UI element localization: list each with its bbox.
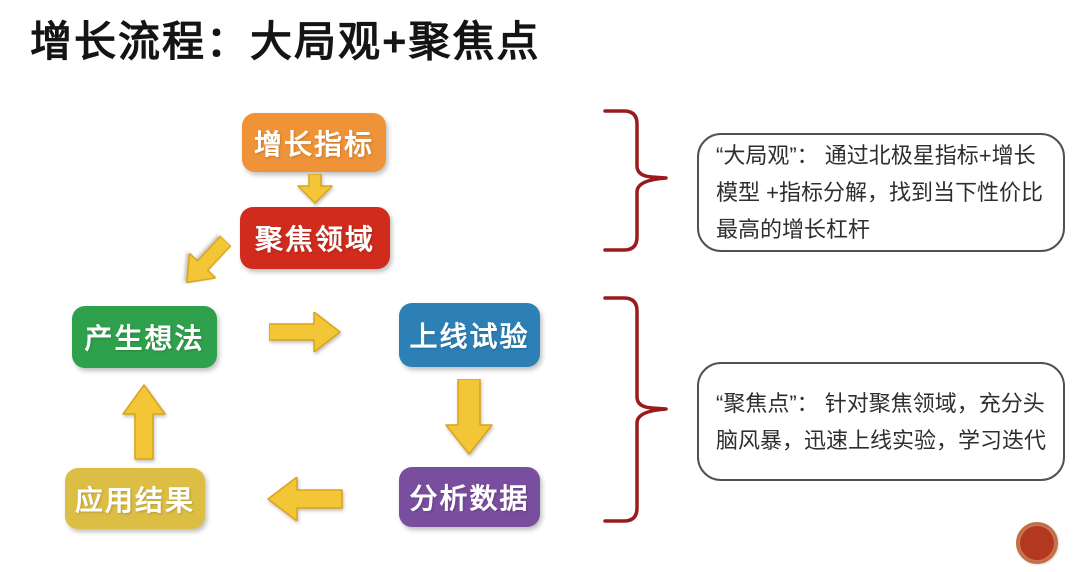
flow-node-label: 产生想法	[84, 323, 205, 354]
annotation-card-focus-point: “聚焦点”： 针对聚焦领域，充分头 脑风暴，迅速上线实验，学习迭代	[697, 362, 1065, 481]
flow-node-label: 增长指标	[253, 128, 374, 160]
annotation-line: “大局观”： 通过北极星指标+增长	[716, 143, 1036, 168]
flow-node-analyze-data: 分析数据	[399, 467, 540, 527]
arrow-shape	[445, 379, 493, 455]
arrow-shape	[297, 174, 333, 204]
annotation-line: 模型 +指标分解，找到当下性价比	[716, 180, 1043, 205]
arrow-shape	[122, 384, 166, 460]
flow-node-label: 聚焦领域	[254, 224, 375, 255]
brace-path	[603, 296, 668, 523]
arrow-shape	[186, 235, 232, 284]
annotation-line: 脑风暴，迅速上线实验，学习迭代	[716, 427, 1047, 453]
arrow-diagonal-down-left-icon	[186, 235, 232, 284]
page-title: 增长流程：大局观+聚焦点	[30, 18, 541, 65]
flow-node-label: 上线试验	[409, 321, 530, 352]
annotation-line: “聚焦点”： 针对聚焦领域，充分头	[716, 390, 1045, 416]
arrow-down-icon	[297, 174, 333, 204]
arrow-left-icon	[267, 477, 343, 521]
annotation-line: 最高的增长杠杆	[716, 217, 871, 242]
seal-stamp-icon	[1016, 522, 1058, 564]
annotation-card-big-picture: “大局观”： 通过北极星指标+增长 模型 +指标分解，找到当下性价比 最高的增长…	[697, 133, 1065, 252]
arrow-shape	[267, 477, 343, 521]
arrow-up-long-icon	[122, 384, 166, 460]
flow-node-label: 分析数据	[409, 483, 530, 514]
flow-node-label: 应用结果	[74, 484, 195, 516]
flow-node-growth-metric: 增长指标	[242, 113, 386, 172]
brace-bottom-icon	[603, 296, 668, 523]
flow-node-focus-area: 聚焦领域	[240, 207, 390, 269]
brace-path	[603, 109, 668, 252]
arrow-right-icon	[269, 312, 341, 352]
flow-node-generate-ideas: 产生想法	[72, 306, 217, 368]
flow-node-apply-results: 应用结果	[65, 468, 205, 529]
arrow-down-long-icon	[445, 379, 493, 455]
brace-top-icon	[603, 109, 668, 252]
arrow-shape	[269, 312, 341, 352]
flow-node-launch-experiment: 上线试验	[399, 303, 540, 367]
